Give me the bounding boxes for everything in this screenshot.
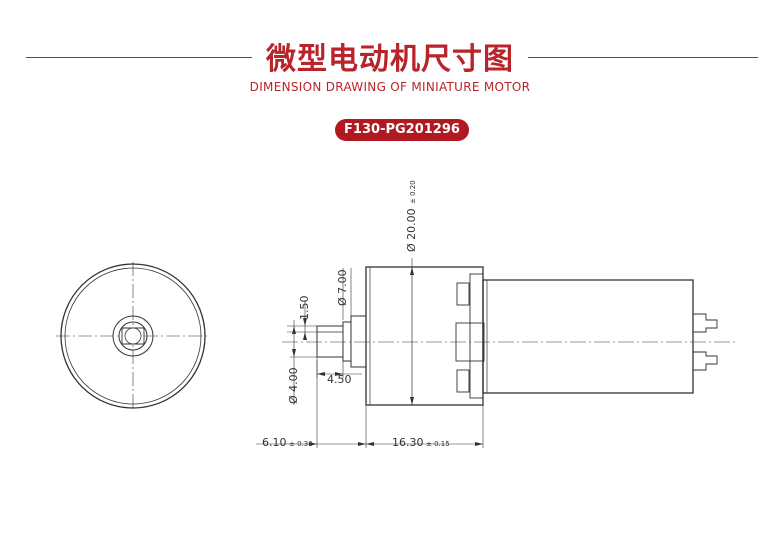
dim-body-length-tol: ± 0.15 <box>426 440 450 448</box>
housing-slot-top <box>456 282 470 306</box>
page-title: 微型电动机尺寸图 <box>266 42 514 77</box>
front-view-shaft-circle <box>118 321 148 351</box>
motor-shaft <box>316 325 344 358</box>
dimension-arrows <box>292 267 483 446</box>
housing-slot-bottom <box>456 369 470 393</box>
side-view <box>256 258 735 448</box>
model-badge: F130-PG201296 <box>335 119 469 141</box>
housing-center-block <box>455 322 485 362</box>
front-view <box>56 262 210 410</box>
front-view-boss-circle <box>112 315 154 357</box>
front-view-shaft-d-cut <box>121 327 145 345</box>
dim-boss-length: 4.50 <box>327 373 352 386</box>
dim-body-diameter-tol: ± 0.20 <box>409 180 417 204</box>
dim-shaft-length: 6.10 <box>262 436 287 449</box>
header-line-left <box>26 57 252 58</box>
terminal-top <box>693 313 718 333</box>
dim-body-diameter: Ø 20.00 <box>405 208 418 252</box>
dim-body-length: 16.30 <box>392 436 424 449</box>
dim-boss-diameter: Ø 7.00 <box>336 269 349 306</box>
motor-body <box>365 266 484 406</box>
rear-housing <box>482 279 694 394</box>
dim-shaft-flat: 1.50 <box>298 296 311 321</box>
dim-shaft-diameter: Ø 4.00 <box>287 367 300 404</box>
terminal-bottom <box>693 351 718 371</box>
header-line-right <box>528 57 758 58</box>
motor-boss <box>350 315 367 368</box>
dim-shaft-length-tol: ± 0.30 <box>289 440 313 448</box>
page-subtitle: DIMENSION DRAWING OF MINIATURE MOTOR <box>249 80 531 94</box>
